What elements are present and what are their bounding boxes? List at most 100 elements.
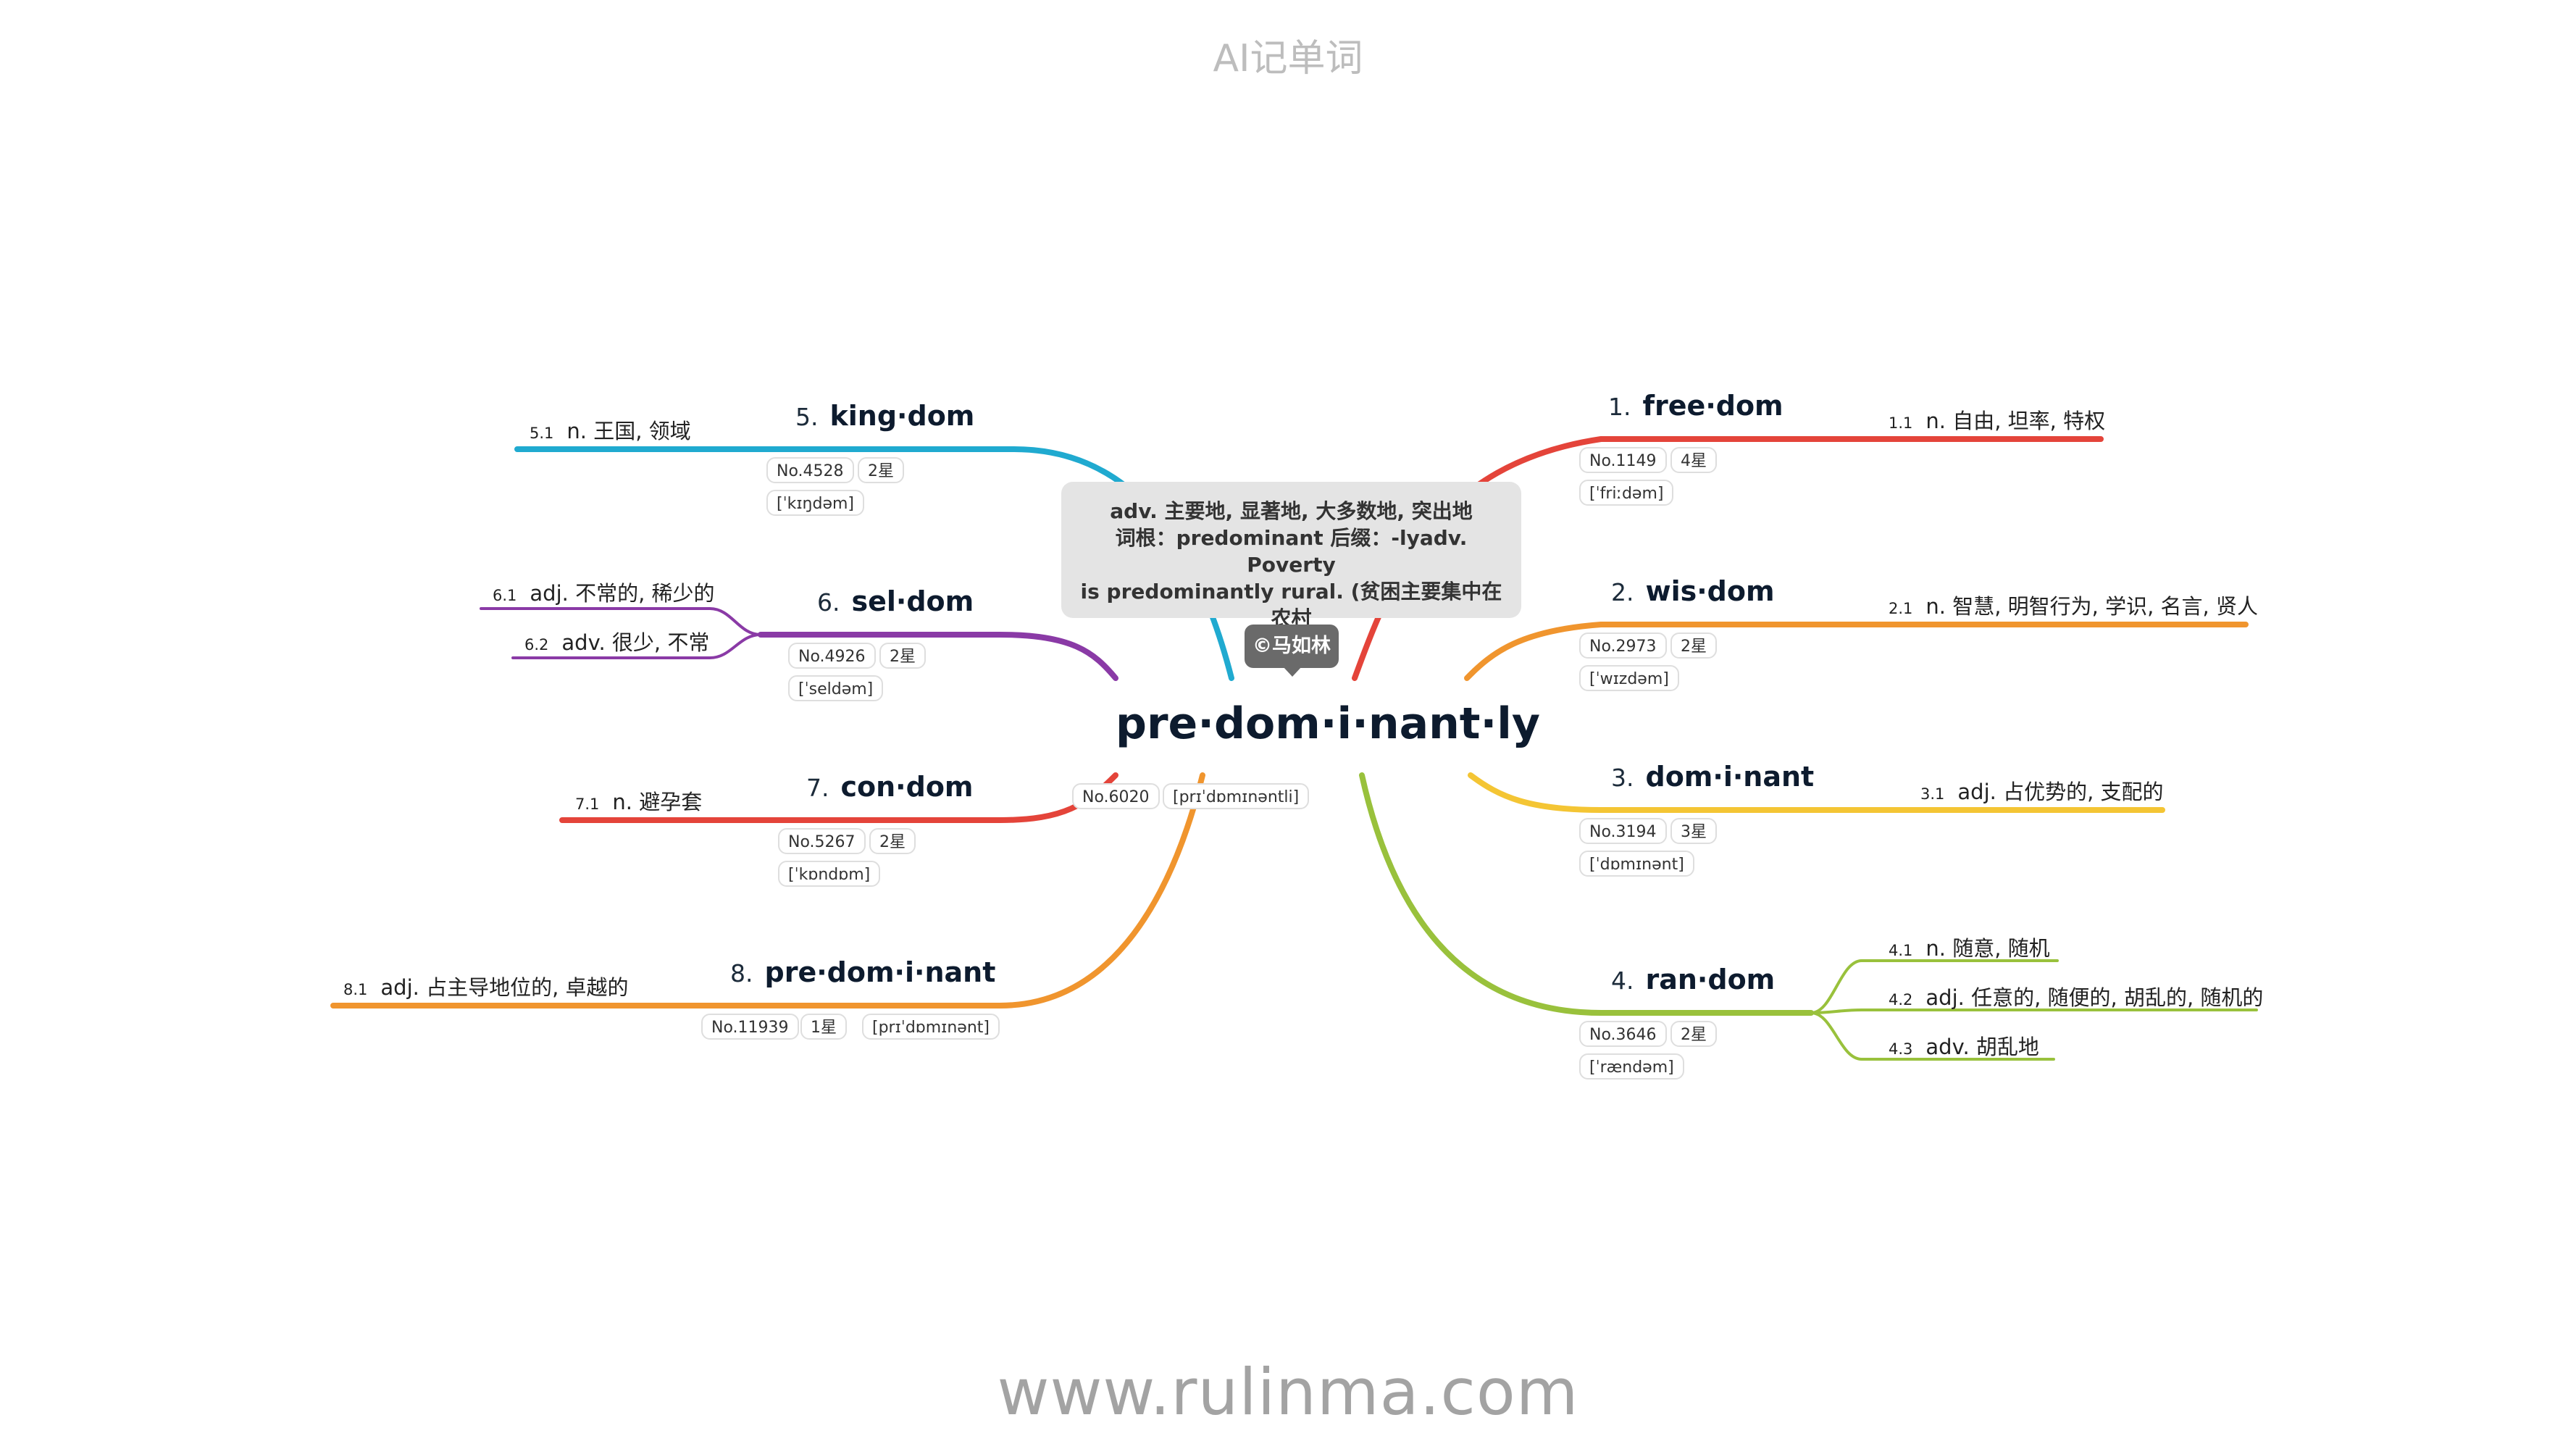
- branch-word: dom·i·nant: [1645, 761, 1815, 793]
- sense-number: 2.1: [1889, 600, 1913, 617]
- rank-tag: No.3194: [1579, 818, 1667, 844]
- branch-freedom[interactable]: 1. free·dom: [1608, 390, 1783, 422]
- star-tag: 4星: [1670, 447, 1717, 473]
- star-tag: 1星: [800, 1014, 847, 1040]
- sense-item[interactable]: 7.1 n. 避孕套: [575, 785, 702, 816]
- sense-item[interactable]: 6.1 adj. 不常的, 稀少的: [493, 577, 715, 607]
- phonetic-tag: [ˈrændəm]: [1579, 1053, 1684, 1080]
- center-rank-tag: No.6020: [1072, 783, 1160, 809]
- sense-text: adj. 占主导地位的, 卓越的: [380, 975, 629, 1000]
- branch-number: 8.: [730, 959, 753, 987]
- sense-text: n. 智慧, 明智行为, 学识, 名言, 贤人: [1925, 594, 2258, 619]
- phonetic-tag: [ˈkɒndɒm]: [778, 861, 881, 887]
- rank-tag: No.4926: [788, 643, 876, 669]
- author-badge: ©马如林: [1245, 625, 1339, 668]
- sense-item[interactable]: 3.1 adj. 占优势的, 支配的: [1920, 775, 2164, 806]
- phonetic-tag: [ˈfriːdəm]: [1579, 480, 1674, 506]
- rank-tag: No.5267: [778, 828, 866, 854]
- sense-text: adv. 很少, 不常: [561, 630, 710, 655]
- branch-number: 7.: [806, 774, 829, 802]
- branch-seldom[interactable]: 6. sel·dom: [817, 585, 974, 617]
- sense-text: adv. 胡乱地: [1925, 1035, 2039, 1059]
- star-tag: 2星: [1670, 1021, 1717, 1047]
- connector-2: [1464, 622, 2249, 681]
- star-tag: 2星: [869, 828, 916, 854]
- sense-number: 6.2: [524, 636, 549, 653]
- branch-wisdom[interactable]: 2. wis·dom: [1611, 575, 1775, 607]
- rank-tag: No.1149: [1579, 447, 1667, 473]
- branch-condom[interactable]: 7. con·dom: [806, 771, 974, 803]
- sense-connector: [1810, 1011, 2055, 1061]
- branch-word: wis·dom: [1645, 575, 1775, 607]
- star-tag: 2星: [879, 643, 926, 669]
- sense-number: 6.1: [493, 587, 517, 604]
- sense-item[interactable]: 4.1 n. 随意, 随机: [1889, 932, 2050, 962]
- author-badge-pointer: [1283, 667, 1302, 677]
- sense-item[interactable]: 5.1 n. 王国, 领域: [530, 414, 691, 445]
- sense-item[interactable]: 1.1 n. 自由, 坦率, 特权: [1889, 404, 2105, 435]
- branch-word: con·dom: [840, 771, 974, 803]
- connector-8: [330, 772, 1205, 1009]
- definition-note: adv. 主要地, 显著地, 大多数地, 突出地 词根：predominant …: [1061, 482, 1521, 657]
- branch-number: 3.: [1611, 764, 1634, 792]
- sense-item[interactable]: 4.2 adj. 任意的, 随便的, 胡乱的, 随机的: [1889, 981, 2263, 1011]
- sense-text: adj. 不常的, 稀少的: [530, 581, 715, 606]
- branch-word: ran·dom: [1645, 964, 1776, 995]
- sense-item[interactable]: 8.1 adj. 占主导地位的, 卓越的: [343, 971, 629, 1001]
- rank-tag: No.2973: [1579, 632, 1667, 659]
- sense-number: 4.2: [1889, 991, 1913, 1009]
- sense-number: 5.1: [530, 425, 554, 442]
- sense-number: 1.1: [1889, 414, 1913, 432]
- connector-3: [1468, 772, 2165, 813]
- branch-number: 1.: [1608, 393, 1631, 421]
- star-tag: 2星: [1670, 632, 1717, 659]
- sense-number: 4.1: [1889, 942, 1913, 959]
- rank-tag: No.11939: [701, 1014, 799, 1040]
- sense-text: n. 随意, 随机: [1925, 936, 2050, 961]
- center-phonetic-tag: [prɪˈdɒmɪnəntli]: [1163, 783, 1310, 809]
- sense-connector: [1810, 1009, 2258, 1014]
- branch-kingdom[interactable]: 5.king·dom: [795, 400, 974, 432]
- branch-predominant[interactable]: 8. pre·dom·i·nant: [730, 956, 995, 988]
- header-title: AI记单词: [1213, 37, 1363, 80]
- star-tag: 2星: [858, 457, 904, 483]
- branch-number: 4.: [1611, 966, 1634, 995]
- note-line: adv. 主要地, 显著地, 大多数地, 突出地: [1110, 499, 1473, 523]
- sense-text: adj. 占优势的, 支配的: [1957, 780, 2164, 804]
- sense-text: n. 王国, 领域: [566, 419, 691, 443]
- phonetic-tag: [prɪˈdɒmɪnənt]: [862, 1014, 1000, 1040]
- sense-item[interactable]: 6.2 adv. 很少, 不常: [524, 626, 709, 656]
- sense-text: adj. 任意的, 随便的, 胡乱的, 随机的: [1925, 985, 2264, 1010]
- footer-url[interactable]: www.rulinma.com: [997, 1355, 1579, 1429]
- sense-item[interactable]: 2.1 n. 智慧, 明智行为, 学识, 名言, 贤人: [1889, 590, 2258, 620]
- sense-number: 3.1: [1920, 785, 1945, 803]
- connector-6: [758, 632, 1118, 681]
- branch-number: 6.: [817, 588, 840, 617]
- branch-word: pre·dom·i·nant: [764, 956, 996, 988]
- sense-connector: [1810, 959, 2059, 1014]
- center-word[interactable]: pre·dom·i·nant·ly: [1116, 698, 1540, 749]
- star-tag: 3星: [1670, 818, 1717, 844]
- note-line: 词根：predominant 后缀：-lyadv. Poverty: [1115, 526, 1468, 577]
- phonetic-tag: [ˈdɒmɪnənt]: [1579, 851, 1694, 877]
- connector-4: [1359, 772, 1814, 1016]
- sense-connector: [511, 633, 762, 659]
- sense-text: n. 自由, 坦率, 特权: [1925, 409, 2106, 433]
- branch-number: 2.: [1611, 578, 1634, 606]
- branch-random[interactable]: 4. ran·dom: [1611, 964, 1775, 995]
- branch-dominant[interactable]: 3. dom·i·nant: [1611, 761, 1814, 793]
- phonetic-tag: [ˈwɪzdəm]: [1579, 665, 1679, 691]
- sense-text: n. 避孕套: [612, 790, 703, 814]
- sense-item[interactable]: 4.3 adv. 胡乱地: [1889, 1030, 2039, 1061]
- sense-connector: [480, 607, 762, 636]
- rank-tag: No.3646: [1579, 1021, 1667, 1047]
- sense-number: 8.1: [343, 981, 368, 998]
- sense-number: 7.1: [575, 796, 600, 813]
- rank-tag: No.4528: [766, 457, 854, 483]
- branch-number: 5.: [795, 403, 819, 431]
- branch-word: sel·dom: [851, 585, 974, 617]
- branch-word: free·dom: [1642, 390, 1783, 422]
- phonetic-tag: [ˈkɪŋdəm]: [766, 490, 865, 516]
- phonetic-tag: [ˈseldəm]: [788, 675, 884, 701]
- sense-number: 4.3: [1889, 1040, 1913, 1058]
